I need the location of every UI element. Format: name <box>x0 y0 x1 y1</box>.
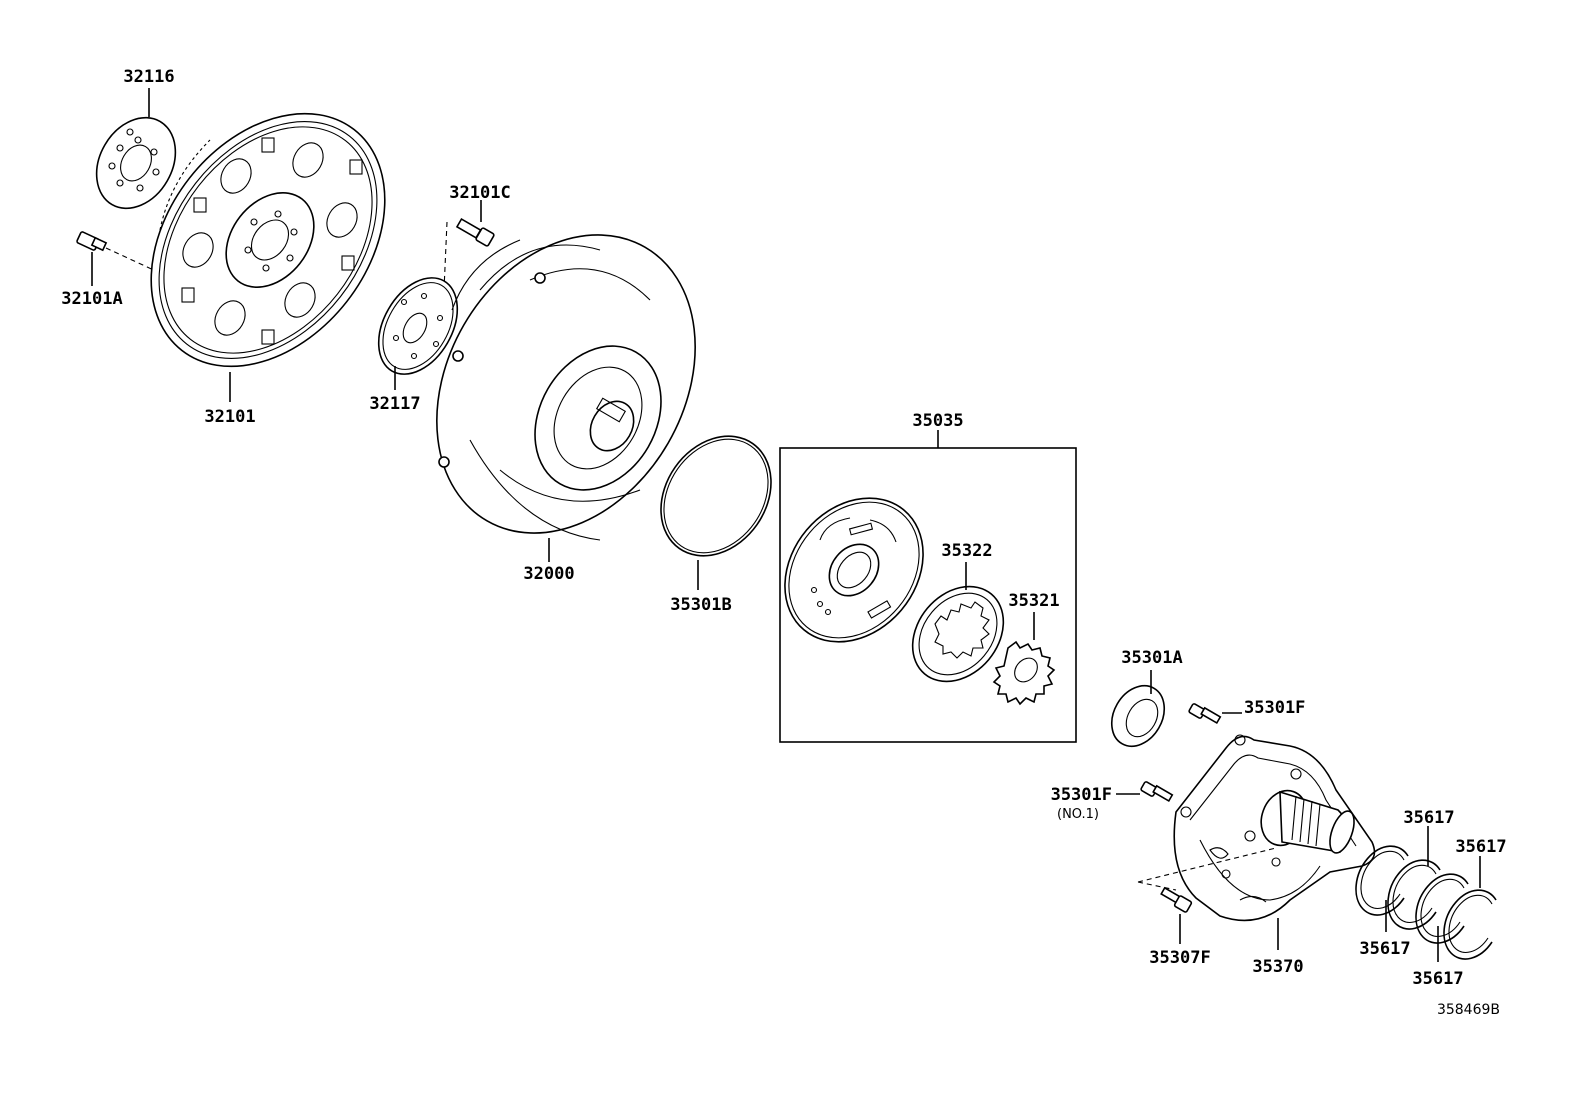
label-35321: 35321 <box>1008 591 1059 611</box>
bolt-32101C[interactable] <box>455 217 495 247</box>
bolt-35301F-no1[interactable] <box>1140 781 1174 803</box>
seal-ring-35617-2[interactable] <box>1387 859 1441 930</box>
label-35301F-top: 35301F <box>1244 698 1305 718</box>
diagram-id: 358469B <box>1437 1002 1500 1018</box>
label-35301F-note: (NO.1) <box>1057 807 1099 822</box>
drive-plate-32101[interactable] <box>103 68 433 412</box>
label-32101A: 32101A <box>61 289 122 309</box>
plate-32117[interactable] <box>363 264 474 388</box>
label-35322: 35322 <box>941 541 992 561</box>
bolt-35307F[interactable] <box>1160 886 1193 913</box>
label-35617-b: 35617 <box>1455 837 1506 857</box>
label-35617-a: 35617 <box>1403 808 1454 828</box>
pump-body-35370[interactable] <box>1173 734 1376 922</box>
pump-drive-gear-35321[interactable] <box>992 640 1056 706</box>
label-35307F: 35307F <box>1149 948 1210 968</box>
oil-seal-35301A[interactable] <box>1101 676 1175 755</box>
torque-converter-32000[interactable] <box>385 188 747 580</box>
label-35035: 35035 <box>912 411 963 431</box>
label-35301A: 35301A <box>1121 648 1182 668</box>
pump-driven-gear-35322[interactable] <box>894 568 1022 699</box>
label-35301F-no1: 35301F <box>1051 785 1112 805</box>
bolt-35301F-top[interactable] <box>1188 703 1222 725</box>
spacer-plate-32116[interactable] <box>81 103 191 222</box>
bolt-32101A[interactable] <box>76 231 108 252</box>
o-ring-35301B[interactable] <box>638 415 793 577</box>
seal-ring-35617-3[interactable] <box>1415 873 1469 944</box>
kit-box-35035 <box>779 447 1077 743</box>
label-35370: 35370 <box>1252 957 1303 977</box>
seal-ring-35617-4[interactable] <box>1443 889 1497 960</box>
label-32101: 32101 <box>204 407 255 427</box>
label-32117: 32117 <box>369 394 420 414</box>
label-32116: 32116 <box>123 67 174 87</box>
label-35617-c: 35617 <box>1359 939 1410 959</box>
label-32000: 32000 <box>523 564 574 584</box>
label-35301B: 35301B <box>670 595 731 615</box>
label-32101C: 32101C <box>449 183 510 203</box>
label-35617-d: 35617 <box>1412 969 1463 989</box>
pump-plate[interactable] <box>756 470 951 669</box>
